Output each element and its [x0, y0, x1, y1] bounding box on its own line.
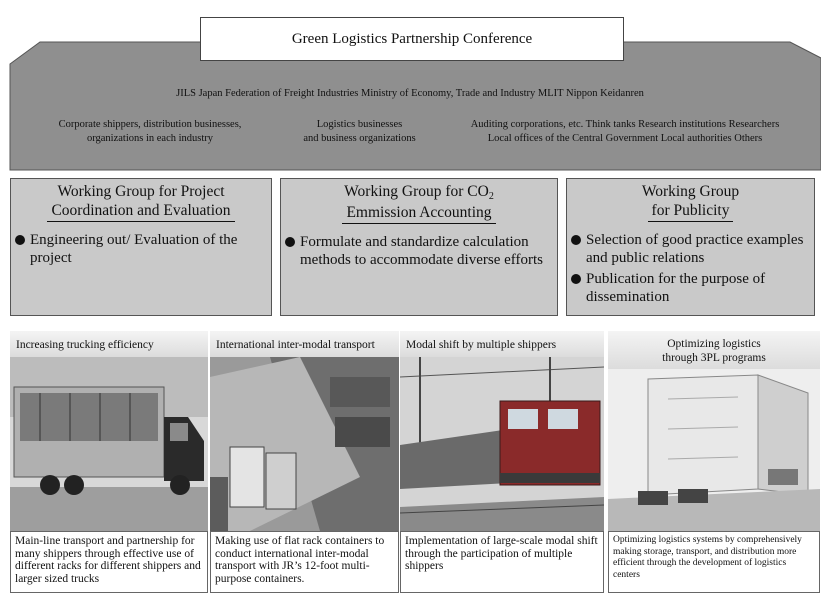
example-caption-line1: Optimizing logistics [667, 338, 761, 350]
working-group-publicity: Working Group for Publicity Selection of… [566, 178, 815, 316]
working-group-title-line1-wrap: Working Group for CO2 [285, 182, 553, 203]
participant-group-others-line1: Auditing corporations, etc. Think tanks … [470, 119, 780, 130]
bullet-text: Formulate and standardize calculation me… [300, 234, 543, 268]
bullet-icon [571, 274, 581, 284]
working-group-project-coordination: Working Group for Project Coordination a… [10, 178, 272, 316]
bullet-text: Selection of good practice examples and … [586, 232, 804, 266]
participant-group-others: Auditing corporations, etc. Think tanks … [455, 118, 795, 146]
example-description: Implementation of large-scale modal shif… [400, 531, 604, 593]
truck-photo [10, 357, 208, 531]
participant-group-logistics: Logistics businesses and business organi… [282, 118, 437, 146]
example-caption-line2: through 3PL programs [662, 352, 766, 364]
working-group-title-line1: Working Group [641, 183, 740, 200]
bullet-text: Publication for the purpose of dissemina… [586, 271, 766, 305]
working-group-title-line2: Emmission Accounting [342, 203, 496, 224]
participant-group-others-line2: Local offices of the Central Government … [487, 133, 763, 144]
bullet-item: Engineering out/ Evaluation of the proje… [15, 231, 267, 267]
working-group-title-line1: Working Group for CO [344, 183, 489, 200]
working-group-title-line2: for Publicity [647, 201, 734, 222]
participant-group-logistics-line2: and business organizations [303, 133, 416, 144]
example-caption: Increasing trucking efficiency [10, 331, 208, 357]
conference-title: Green Logistics Partnership Conference [200, 17, 624, 61]
working-group-title: Working Group for Publicity [571, 182, 810, 222]
example-caption: Optimizing logistics through 3PL program… [608, 331, 820, 369]
example-caption: International inter-modal transport [210, 331, 399, 357]
bullet-icon [571, 235, 581, 245]
working-group-title: Working Group for CO2 Emmission Accounti… [285, 182, 553, 224]
working-group-title-line2: Coordination and Evaluation [47, 201, 235, 222]
example-3pl: Optimizing logistics through 3PL program… [608, 331, 820, 593]
containers-photo [210, 357, 399, 531]
participant-group-shippers: Corporate shippers, distribution busines… [40, 118, 260, 146]
bullet-text: Engineering out/ Evaluation of the proje… [30, 232, 238, 266]
example-trucking: Increasing trucking efficiency Main-line… [10, 331, 208, 593]
example-modal-shift: Modal shift by multiple shippers Impleme… [400, 331, 604, 593]
participant-group-logistics-line1: Logistics businesses [316, 119, 403, 130]
working-group-co2-accounting: Working Group for CO2 Emmission Accounti… [280, 178, 558, 316]
example-description: Main-line transport and partnership for … [10, 531, 208, 593]
member-organizations: JILS Japan Federation of Freight Industr… [176, 88, 644, 99]
participant-group-shippers-line2: organizations in each industry [86, 133, 214, 144]
co2-subscript: 2 [488, 191, 494, 202]
bullet-item: Selection of good practice examples and … [571, 231, 810, 267]
participants-band [9, 41, 821, 171]
logistics-center-illustration [608, 369, 820, 531]
working-group-title: Working Group for Project Coordination a… [15, 182, 267, 222]
bullet-icon [285, 237, 295, 247]
bullet-item: Publication for the purpose of dissemina… [571, 270, 810, 306]
bullet-icon [15, 235, 25, 245]
example-description: Optimizing logistics systems by comprehe… [608, 531, 820, 593]
example-description: Making use of flat rack containers to co… [210, 531, 399, 593]
participant-group-shippers-line1: Corporate shippers, distribution busines… [58, 119, 242, 130]
bullet-item: Formulate and standardize calculation me… [285, 233, 553, 269]
example-caption: Modal shift by multiple shippers [400, 331, 604, 357]
train-photo [400, 357, 604, 531]
example-intermodal: International inter-modal transport Maki… [210, 331, 399, 593]
working-group-title-line1: Working Group for Project [57, 183, 225, 200]
